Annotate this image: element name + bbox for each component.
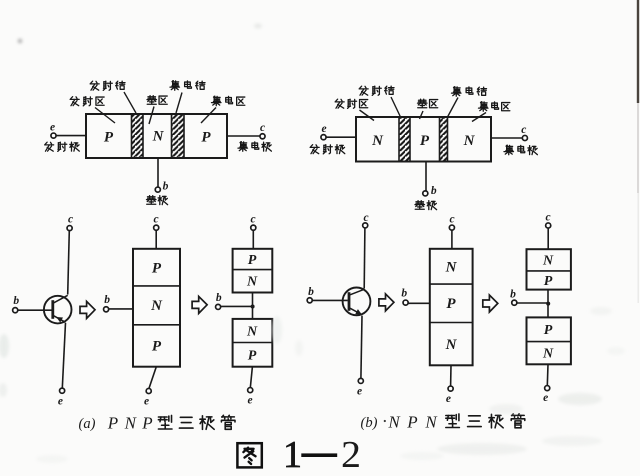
svg-text:c: c — [521, 124, 526, 136]
svg-text:b: b — [216, 292, 222, 304]
svg-text:e: e — [357, 386, 362, 398]
svg-text:N: N — [371, 133, 384, 149]
svg-text:e: e — [543, 392, 548, 404]
svg-text:P: P — [152, 339, 162, 355]
svg-text:e: e — [446, 393, 451, 405]
svg-text:P: P — [248, 253, 257, 268]
svg-text:P: P — [544, 323, 553, 338]
svg-text:P: P — [544, 274, 553, 289]
svg-text:b: b — [13, 295, 19, 307]
svg-text:P: P — [152, 260, 162, 276]
svg-text:c: c — [449, 214, 454, 226]
svg-text:N: N — [246, 324, 258, 339]
svg-text:e: e — [58, 396, 63, 408]
svg-text:P: P — [107, 414, 118, 433]
svg-text:N: N — [542, 254, 554, 269]
svg-text:P: P — [201, 130, 211, 146]
svg-text:b: b — [104, 294, 110, 306]
svg-text:P: P — [248, 348, 257, 363]
svg-text:P: P — [420, 133, 430, 149]
svg-text:N: N — [424, 413, 438, 432]
svg-text:c: c — [364, 212, 369, 224]
svg-text:(a): (a) — [79, 416, 96, 432]
svg-text:N: N — [387, 413, 401, 432]
svg-text:N: N — [445, 259, 458, 275]
svg-text:b: b — [401, 288, 407, 300]
svg-text:2: 2 — [341, 434, 361, 476]
svg-text:P: P — [406, 413, 417, 432]
svg-text:N: N — [542, 347, 554, 362]
svg-text:(b): (b) — [361, 415, 378, 431]
svg-text:b: b — [510, 289, 516, 301]
svg-text:e: e — [321, 123, 326, 135]
svg-text:c: c — [250, 214, 255, 226]
svg-text:N: N — [246, 275, 258, 290]
svg-text:c: c — [68, 214, 73, 226]
svg-text:b: b — [431, 185, 437, 197]
svg-text:c: c — [545, 212, 550, 224]
svg-text:N: N — [463, 133, 476, 149]
svg-text:P: P — [104, 130, 114, 146]
svg-text:c: c — [153, 214, 158, 226]
svg-text:N: N — [445, 337, 458, 353]
svg-text:N: N — [150, 298, 163, 314]
svg-text:P: P — [446, 296, 456, 312]
svg-text:1: 1 — [283, 434, 302, 476]
svg-text:b: b — [163, 181, 169, 193]
svg-text:b: b — [308, 286, 314, 298]
svg-text:e: e — [247, 395, 252, 407]
svg-text:e: e — [144, 396, 149, 408]
svg-text:e: e — [50, 122, 55, 134]
svg-text:P: P — [141, 414, 152, 433]
svg-text:c: c — [260, 122, 265, 134]
svg-text:N: N — [124, 414, 138, 433]
svg-text:N: N — [152, 129, 165, 145]
